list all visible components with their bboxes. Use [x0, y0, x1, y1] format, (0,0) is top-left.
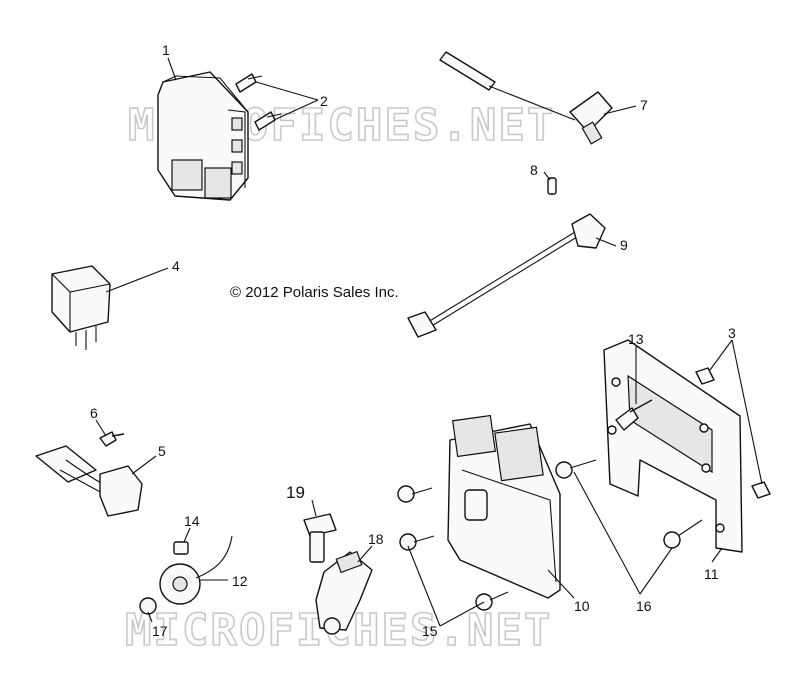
leader-lines — [95, 57, 763, 627]
part-9-temp-sensor — [407, 213, 606, 338]
callout-19: 19 — [286, 483, 305, 502]
callout-15: 15 — [422, 623, 438, 639]
callout-1: 1 — [162, 42, 170, 58]
part-11-bracket — [603, 339, 743, 553]
part-13-bolt — [615, 399, 653, 431]
callout-14: 14 — [184, 513, 200, 529]
part-3-nuts — [695, 367, 771, 499]
part-15-screws — [397, 459, 597, 611]
part-6-fastener — [99, 431, 125, 447]
callout-8: 8 — [530, 162, 538, 178]
part-7-sensor — [439, 51, 613, 145]
part-5-harness — [35, 445, 143, 517]
callout-6: 6 — [90, 405, 98, 421]
callout-18: 18 — [368, 531, 384, 547]
part-16-bolts — [663, 519, 703, 549]
part-1-regulator — [157, 71, 249, 201]
callout-9: 9 — [620, 237, 628, 253]
part-14-bolt — [173, 541, 189, 555]
callout-7: 7 — [640, 97, 648, 113]
callout-16: 16 — [636, 598, 652, 614]
part-2-screws — [235, 73, 282, 131]
callout-3: 3 — [728, 325, 736, 341]
part-17-oring — [139, 597, 157, 615]
part-12-sensor — [159, 535, 233, 605]
callout-2: 2 — [320, 93, 328, 109]
callout-12: 12 — [232, 573, 248, 589]
copyright-text: © 2012 Polaris Sales Inc. — [230, 284, 399, 301]
callout-11: 11 — [704, 566, 719, 582]
part-10-ecu — [447, 414, 561, 599]
part-19-bolt — [303, 513, 337, 563]
callout-5: 5 — [158, 443, 166, 459]
callout-4: 4 — [172, 258, 180, 274]
part-18-map-sensor — [315, 550, 373, 635]
part-8-pin — [547, 177, 557, 195]
callout-17: 17 — [152, 623, 168, 639]
callout-10: 10 — [574, 598, 590, 614]
part-4-relay — [51, 265, 111, 350]
callout-13: 13 — [628, 331, 644, 347]
